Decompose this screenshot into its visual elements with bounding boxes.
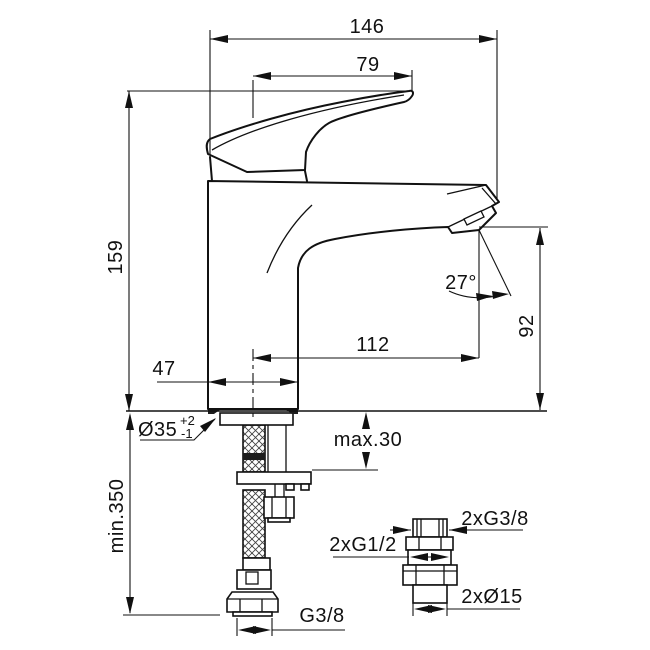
arrowhead-right xyxy=(431,553,449,561)
arrowhead-left xyxy=(253,354,271,362)
dim-body-height: 159 xyxy=(105,91,133,411)
dim-handle-reach-label: 79 xyxy=(356,54,379,76)
arrowhead-right xyxy=(428,605,446,613)
flange-tab xyxy=(300,483,310,491)
dim-total-depth: 146 xyxy=(209,16,498,199)
flange-tab xyxy=(285,483,295,491)
base-ring xyxy=(219,412,294,426)
arrowhead-top xyxy=(126,413,134,430)
arrowhead-up xyxy=(362,412,370,429)
hose-band xyxy=(243,453,265,460)
arrowhead-top xyxy=(536,228,544,245)
handle-lever xyxy=(205,89,414,173)
dim-spout-angle-label: 27° xyxy=(445,272,477,294)
dim-adapter-pipe: 2xØ15 xyxy=(412,586,522,616)
dim-outlet-height: 92 xyxy=(516,228,544,410)
arrowhead-left xyxy=(393,526,411,534)
angle-arrowhead xyxy=(476,293,493,301)
arrowhead-down xyxy=(362,452,370,469)
dim-adapter-top-thread-label: 2xG3/8 xyxy=(461,508,528,530)
shank-nut-facets xyxy=(271,497,287,518)
leader-arrowhead xyxy=(200,418,216,432)
supply-pipe xyxy=(267,425,287,472)
hose-end-nut-facets xyxy=(227,598,278,612)
dim-hose-thread: G3/8 xyxy=(236,605,345,636)
arrowhead-left xyxy=(414,605,432,613)
arrowhead-right xyxy=(479,35,497,43)
hose-fitting-collar xyxy=(242,557,271,571)
arrowhead-right xyxy=(253,626,271,634)
dim-body-width-label: 47 xyxy=(152,358,175,380)
dim-handle-reach: 79 xyxy=(252,54,413,118)
dim-outlet-height-label: 92 xyxy=(516,314,538,337)
adapter-hex-lower xyxy=(402,564,458,586)
faucet-drawing xyxy=(205,89,500,617)
dim-adapter-mid-thread-label: 2xG1/2 xyxy=(329,534,396,556)
arrowhead-right xyxy=(394,72,412,80)
extension-lines xyxy=(236,618,273,636)
adapter-pipe-end xyxy=(412,584,448,604)
arrowhead-left xyxy=(210,35,228,43)
shank-collar xyxy=(274,484,285,497)
braided-hose-upper xyxy=(242,424,266,473)
arrowhead-left xyxy=(238,626,256,634)
dim-min-clearance: min.350 xyxy=(106,413,134,614)
hose-fitting-body xyxy=(236,569,272,590)
dim-hole-diameter-label: Ø35 xyxy=(138,419,177,441)
hose-fitting-inset xyxy=(245,571,259,585)
dim-body-width: 47 xyxy=(152,358,298,386)
dim-hole-diameter: Ø35 +2 -1 xyxy=(138,413,216,441)
dim-spout-angle: 27° xyxy=(445,229,512,301)
handle-edge-highlight xyxy=(211,94,405,151)
shank-nut-base xyxy=(267,517,291,523)
cartridge-dome xyxy=(209,156,308,182)
extension-lines xyxy=(209,30,498,199)
adapter-thread-lines xyxy=(416,519,444,537)
dim-hole-tol-plus: +2 xyxy=(180,413,195,428)
adapter-thread-top xyxy=(412,518,448,538)
arrowhead-right xyxy=(461,354,479,362)
adapter-hex-upper xyxy=(405,536,454,551)
reference-lines xyxy=(123,90,548,616)
adapter-fitting-detail: 2xG3/8 2xG1/2 2xØ15 xyxy=(329,508,528,616)
dim-adapter-top-thread: 2xG3/8 xyxy=(390,508,528,534)
arrowhead-left xyxy=(253,72,271,80)
dim-max-deck-thickness: max.30 xyxy=(334,412,403,469)
extension-and-leader xyxy=(412,600,520,616)
dim-hose-thread-label: G3/8 xyxy=(299,605,344,627)
dim-body-height-label: 159 xyxy=(105,240,127,275)
adapter-hex-upper-facets xyxy=(418,537,442,550)
dim-spout-reach-label: 112 xyxy=(356,334,389,356)
shank-nut xyxy=(263,496,295,519)
faucet-body-spout xyxy=(207,180,500,410)
mounting-flange xyxy=(236,471,312,485)
angle-line xyxy=(478,229,512,297)
hose-end-nut xyxy=(226,591,279,613)
aerator-inset xyxy=(463,210,485,226)
dim-adapter-mid-thread: 2xG1/2 xyxy=(329,534,449,561)
arrowhead-bottom xyxy=(536,393,544,410)
angle-arrowhead xyxy=(492,291,509,299)
braided-hose-lower xyxy=(242,489,266,559)
arrowhead-right xyxy=(449,526,467,534)
arrowhead-top xyxy=(125,91,133,108)
arrowhead-left xyxy=(410,553,428,561)
arrowhead-right xyxy=(280,378,298,386)
spout-body-crease xyxy=(266,204,313,274)
hose-end-nut-base xyxy=(232,611,273,617)
dim-adapter-pipe-label: 2xØ15 xyxy=(461,586,522,608)
arrowhead-bottom xyxy=(125,394,133,411)
dim-hole-tol-minus: -1 xyxy=(181,426,193,441)
adapter-hex-lower-facets xyxy=(403,565,457,585)
dim-min-clearance-label: min.350 xyxy=(106,479,128,554)
arrowhead-left xyxy=(208,378,226,386)
extension-lines xyxy=(252,70,413,118)
spout-end-cap-lines xyxy=(446,184,497,205)
arrowhead-bottom xyxy=(126,597,134,614)
dim-max-deck-label: max.30 xyxy=(334,429,403,451)
dim-total-depth-label: 146 xyxy=(350,16,385,38)
